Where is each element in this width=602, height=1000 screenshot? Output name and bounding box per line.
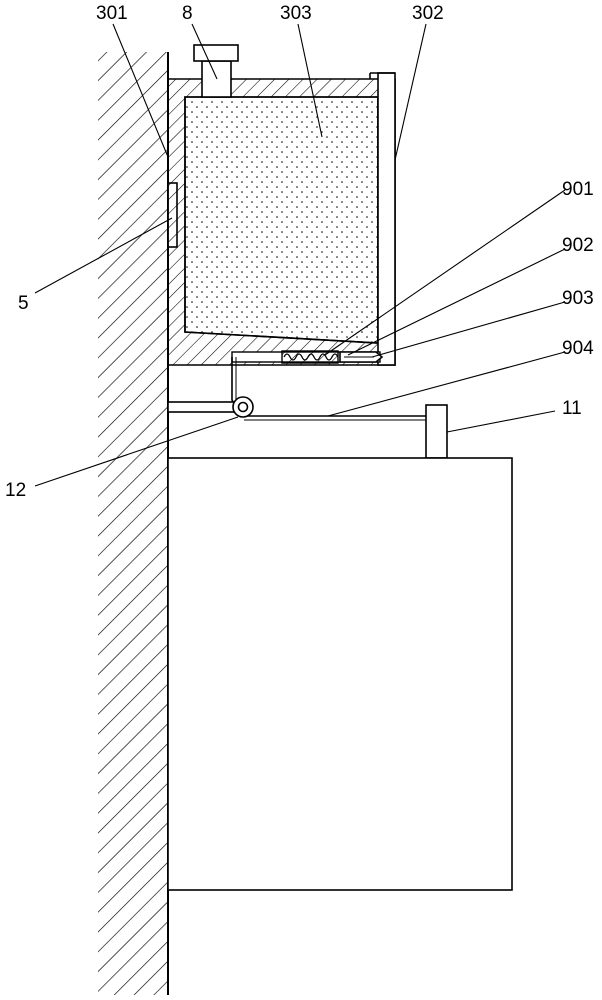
label-903: 903 xyxy=(562,288,594,309)
label-5: 5 xyxy=(18,293,29,314)
label-8: 8 xyxy=(182,3,193,24)
wall xyxy=(98,52,168,995)
trigger-block xyxy=(426,405,447,458)
label-11: 11 xyxy=(562,398,582,419)
lower-box xyxy=(168,458,512,890)
label-904: 904 xyxy=(562,338,594,359)
label-902: 902 xyxy=(562,235,594,256)
pulley xyxy=(168,397,253,417)
label-901: 901 xyxy=(562,179,594,200)
label-12: 12 xyxy=(5,480,26,501)
label-301: 301 xyxy=(96,3,128,24)
label-303: 303 xyxy=(280,3,312,24)
valve-assembly xyxy=(232,351,382,363)
material-chamber xyxy=(185,97,378,343)
cable xyxy=(232,357,426,420)
label-302: 302 xyxy=(412,3,444,24)
